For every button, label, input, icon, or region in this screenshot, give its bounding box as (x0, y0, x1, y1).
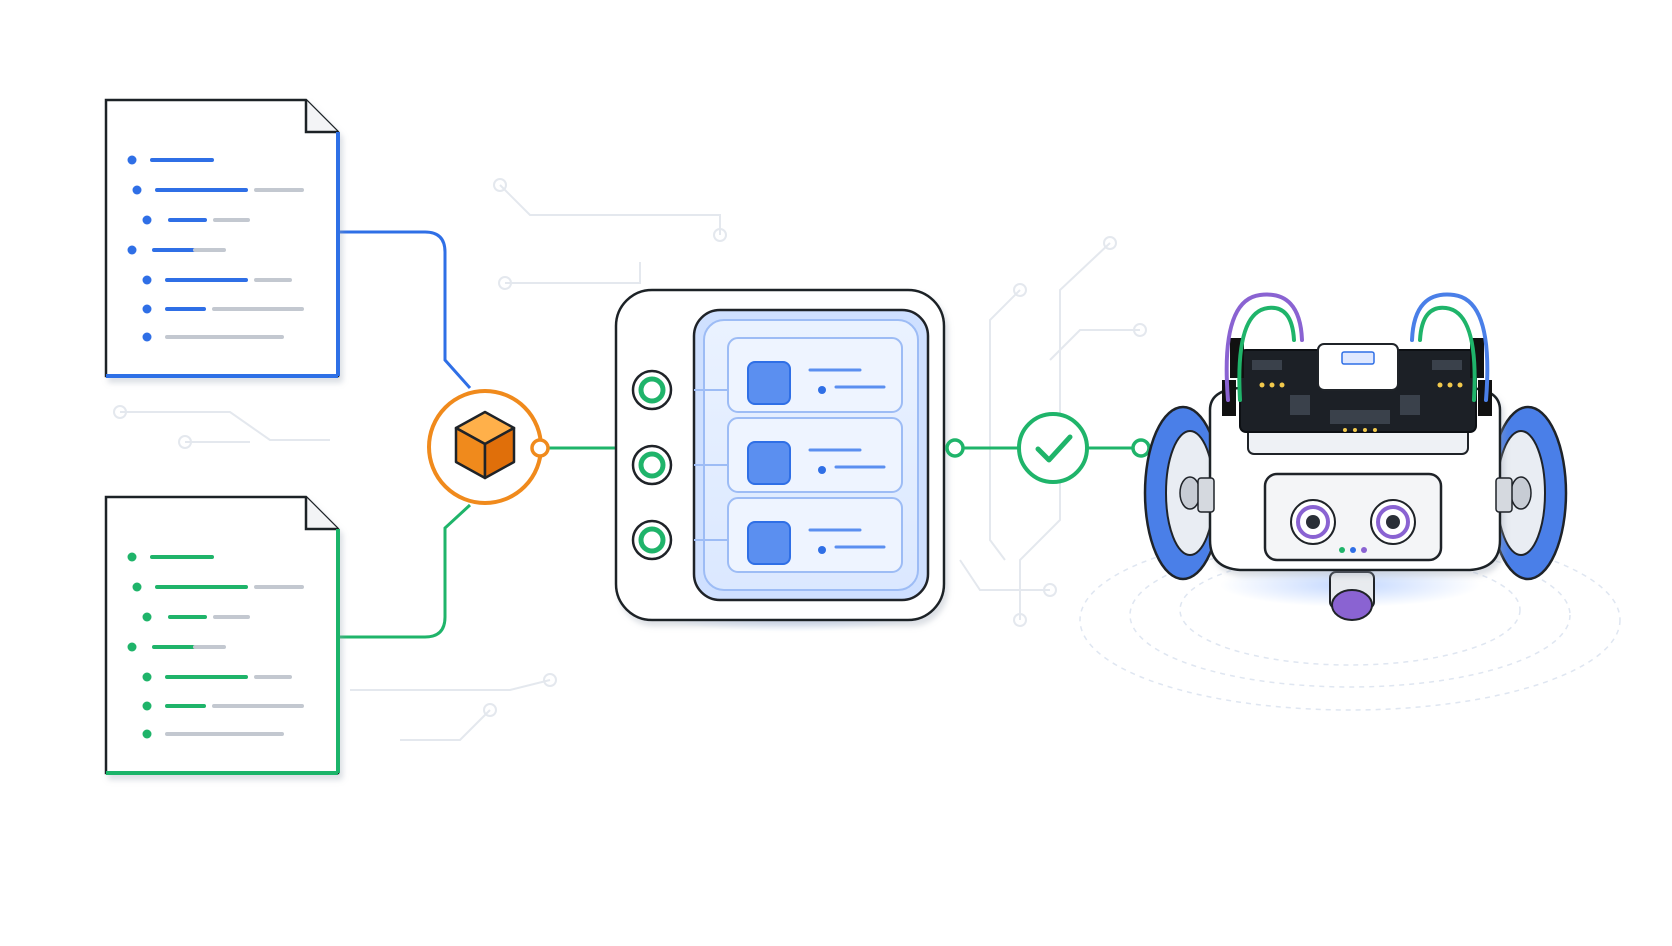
checkmark-circle-icon (1017, 412, 1151, 484)
document-icon (127, 155, 304, 342)
server-ports (631, 369, 673, 561)
source-file-bottom (104, 495, 340, 775)
document-icon (127, 552, 304, 739)
source-file-top (104, 98, 340, 378)
server-modules (727, 337, 903, 573)
circuit-traces (113, 178, 1147, 741)
blue-connector (338, 230, 472, 389)
green-connector-in (338, 503, 472, 639)
merge-node (427, 389, 550, 505)
server-rack (614, 288, 965, 632)
connectors (338, 230, 1140, 639)
package-cube-icon (454, 410, 516, 480)
robot-car-icon (1079, 292, 1621, 711)
